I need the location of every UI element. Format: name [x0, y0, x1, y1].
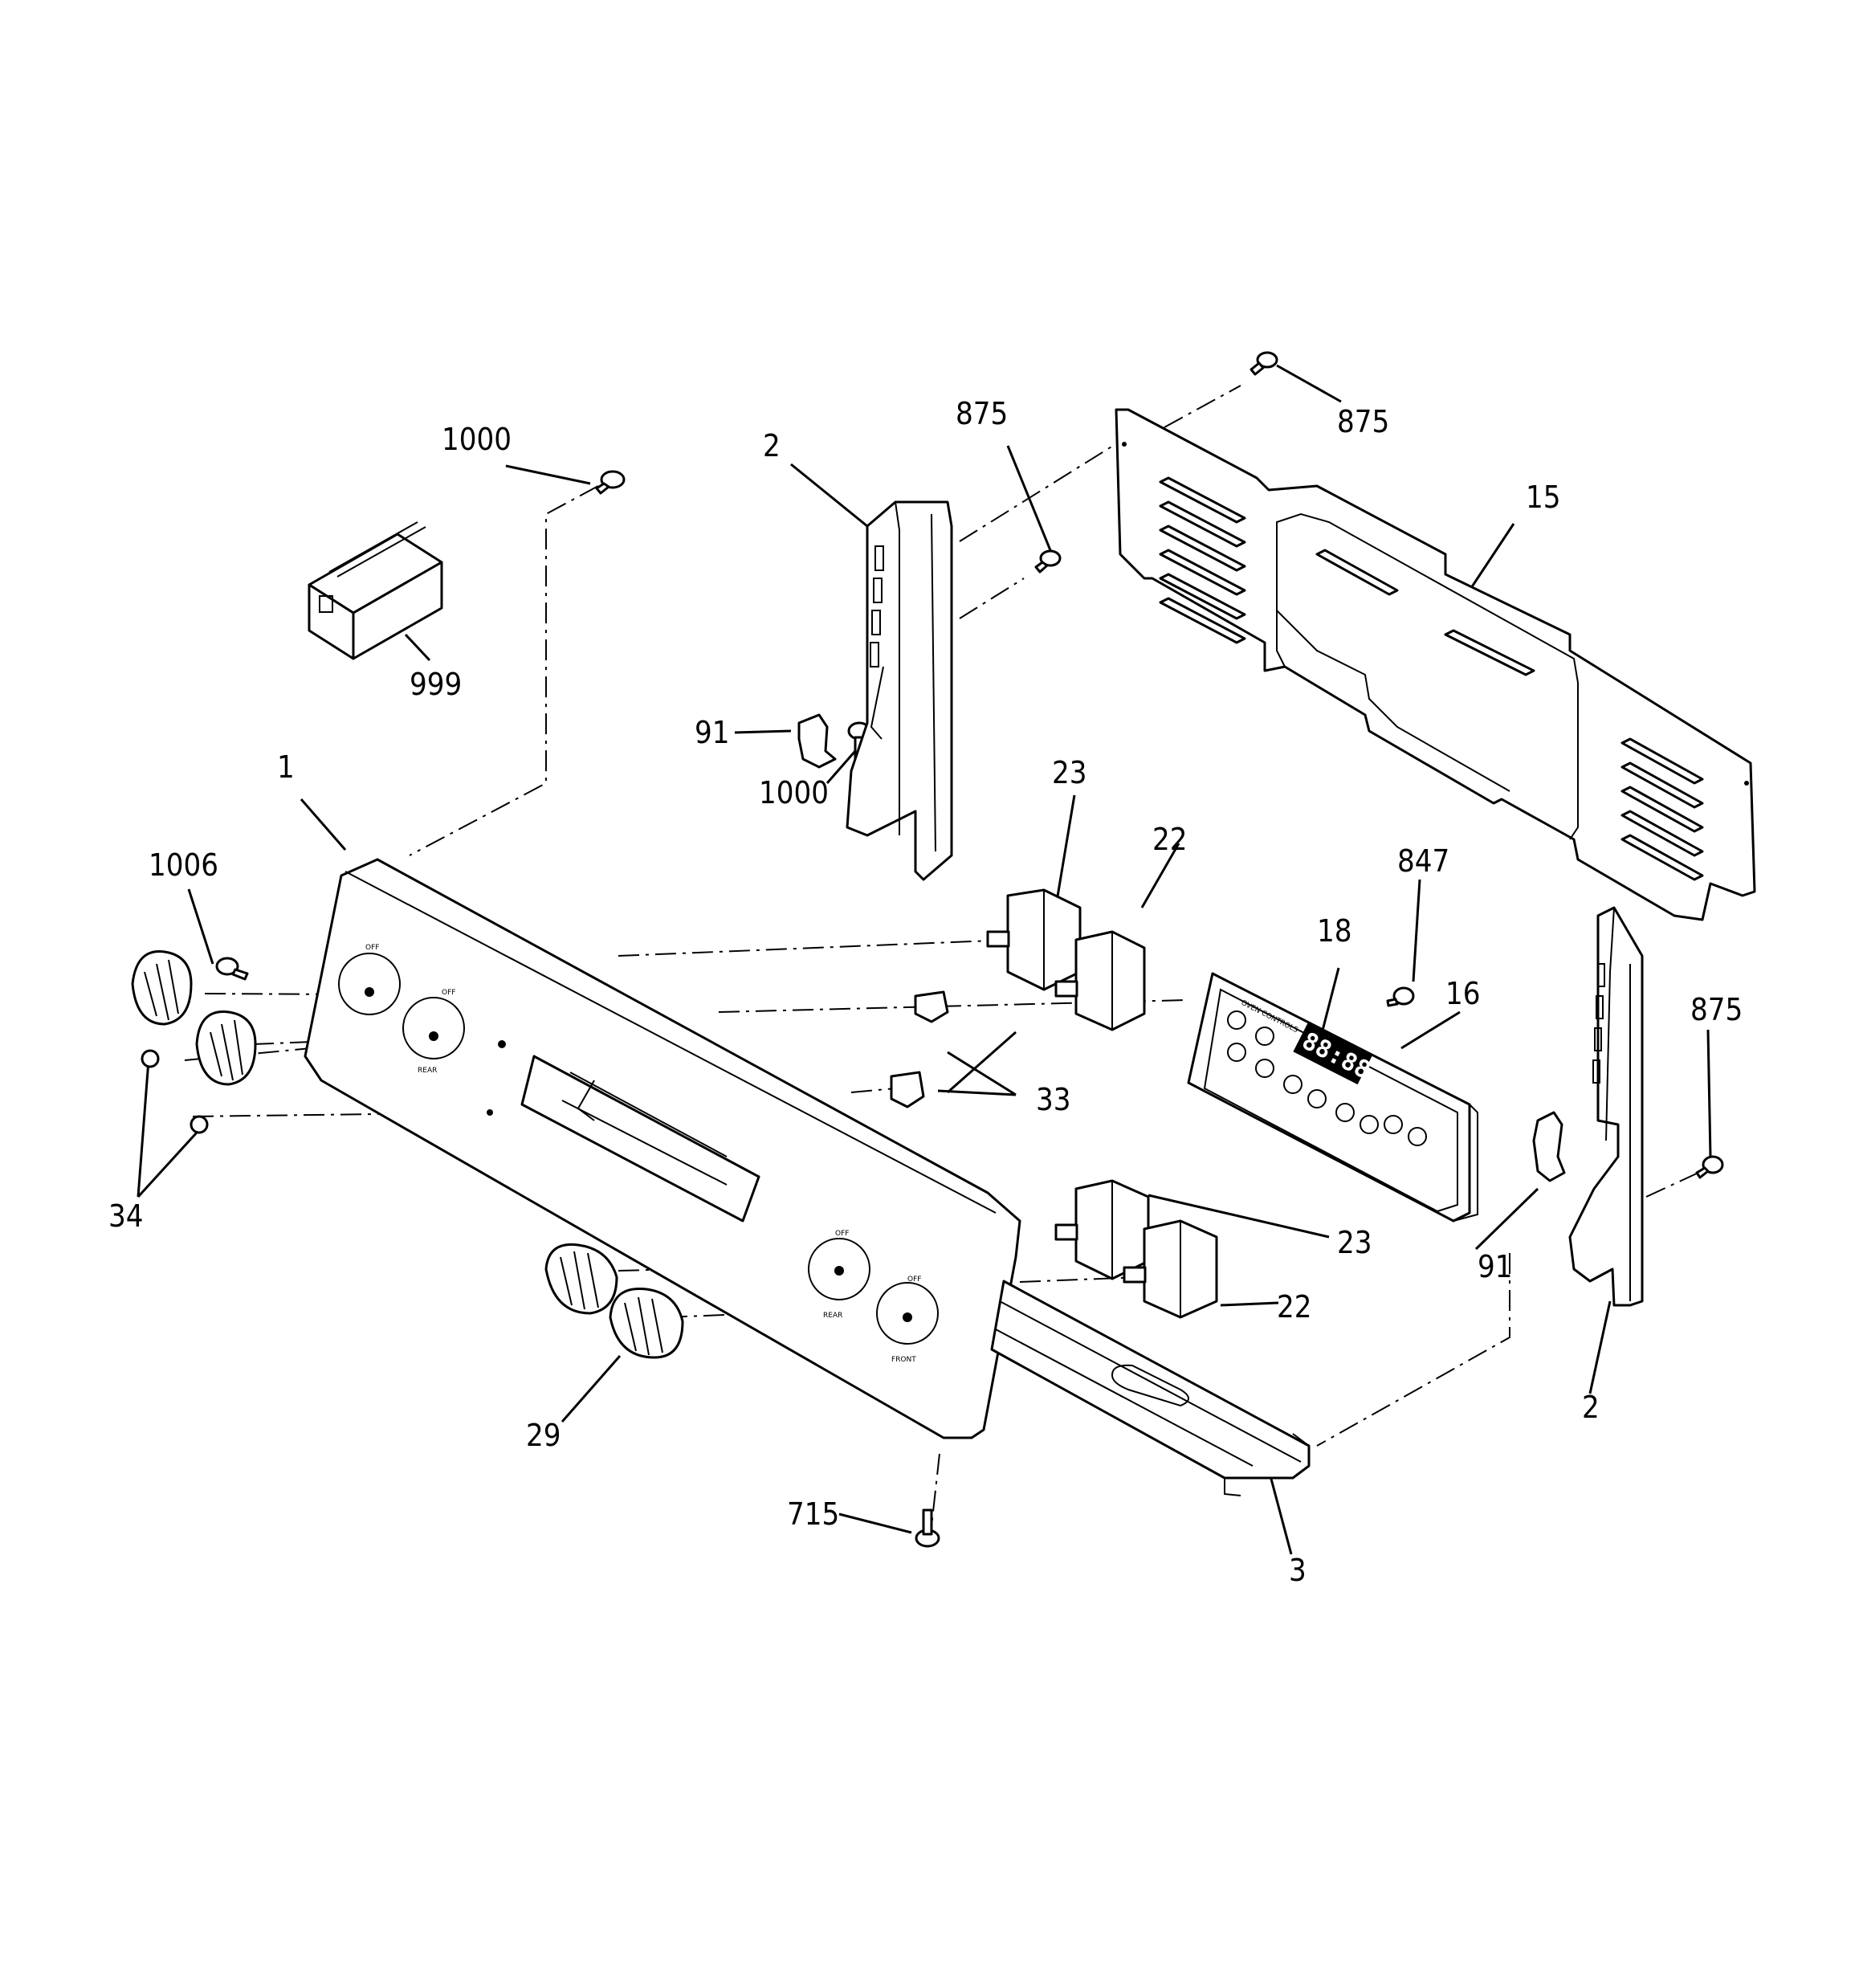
panel-vents-right: [1620, 737, 1704, 881]
callout-847: 847: [1397, 843, 1449, 879]
callout-715: 715: [787, 1496, 839, 1532]
callout-29: 29: [526, 1418, 561, 1453]
part-knob-upper-2: [195, 1010, 257, 1086]
part-29-knob-lower-1: [544, 1243, 618, 1315]
part-34-plug-1: [141, 1049, 160, 1068]
leader-lines: [137, 364, 1712, 1555]
part-knob-upper-1: [131, 950, 193, 1026]
part-22-switch-upper: [1054, 930, 1146, 1031]
part-1-console-panel: OFF OFF OFF OFF REAR REAR FRONT: [304, 858, 1021, 1439]
callout-999: 999: [410, 667, 462, 702]
callout-1000-bracket: 1000: [759, 775, 829, 810]
callout-875-right: 875: [1690, 992, 1743, 1027]
part-16-control-board: 88:88 OVEN CONTROLS: [1187, 972, 1478, 1223]
callout-33: 33: [1036, 1082, 1071, 1117]
control-keypad: [1227, 1010, 1427, 1146]
part-34-plug-2: [190, 1115, 209, 1134]
panel-vents-left: [1159, 476, 1246, 644]
part-2-left-bracket: [846, 500, 953, 881]
part-23-switch-upper: [986, 888, 1082, 991]
callout-16: 16: [1445, 976, 1481, 1011]
part-2-right-bracket: [1568, 906, 1644, 1307]
dial-off-label-1: OFF: [365, 944, 379, 952]
callout-3: 3: [1289, 1553, 1307, 1588]
dial-rear-label-2: REAR: [823, 1312, 842, 1320]
screw-875-bracket: [1034, 549, 1062, 574]
part-15-rear-panel: [1115, 408, 1756, 921]
callouts: 1000 2 875 875 15 999 91 1000 1 23 22 84…: [108, 396, 1743, 1588]
callout-22-lower: 22: [1277, 1289, 1312, 1325]
part-29-knob-lower-2: [609, 1287, 684, 1359]
callout-91-left: 91: [695, 715, 730, 750]
callout-15: 15: [1526, 480, 1561, 515]
callout-22-upper: 22: [1152, 822, 1188, 857]
part-91-left-clip: [797, 713, 837, 769]
dial-front-label: FRONT: [891, 1356, 916, 1364]
part-22-switch-lower: [1123, 1219, 1218, 1319]
callout-2-left: 2: [763, 428, 781, 463]
part-91-right-clip: [1532, 1111, 1566, 1182]
callout-875-top: 875: [1337, 404, 1389, 439]
screw-875-top: [1249, 351, 1278, 376]
callout-23-lower: 23: [1337, 1225, 1372, 1260]
callout-1000-top: 1000: [442, 422, 512, 457]
part-3-trim: [990, 1280, 1311, 1496]
part-999-box: [308, 521, 443, 660]
part-33-light-upper: [914, 990, 949, 1023]
dial-off-label-3: OFF: [835, 1230, 849, 1238]
callout-34: 34: [108, 1198, 144, 1234]
dial-rear-label: REAR: [418, 1067, 437, 1075]
callout-1: 1: [277, 749, 295, 785]
callout-1006: 1006: [149, 847, 218, 883]
screw-875-right: [1695, 1155, 1724, 1179]
dial-off-label-4: OFF: [907, 1276, 921, 1284]
part-33-light-lower: [890, 1071, 925, 1108]
part-23-switch-lower: [1054, 1179, 1150, 1280]
callout-23-upper: 23: [1052, 755, 1087, 790]
callout-18: 18: [1317, 913, 1352, 949]
dial-off-label-2: OFF: [442, 989, 455, 997]
screw-715: [915, 1508, 940, 1548]
callout-2-right: 2: [1582, 1390, 1600, 1425]
screw-1006: [215, 957, 249, 981]
panel-vents-center: [1315, 549, 1535, 676]
callout-91-right: 91: [1478, 1249, 1513, 1284]
callout-875-bracket: 875: [956, 396, 1008, 431]
screw-1000-top: [595, 470, 626, 495]
screw-847: [1386, 986, 1415, 1007]
